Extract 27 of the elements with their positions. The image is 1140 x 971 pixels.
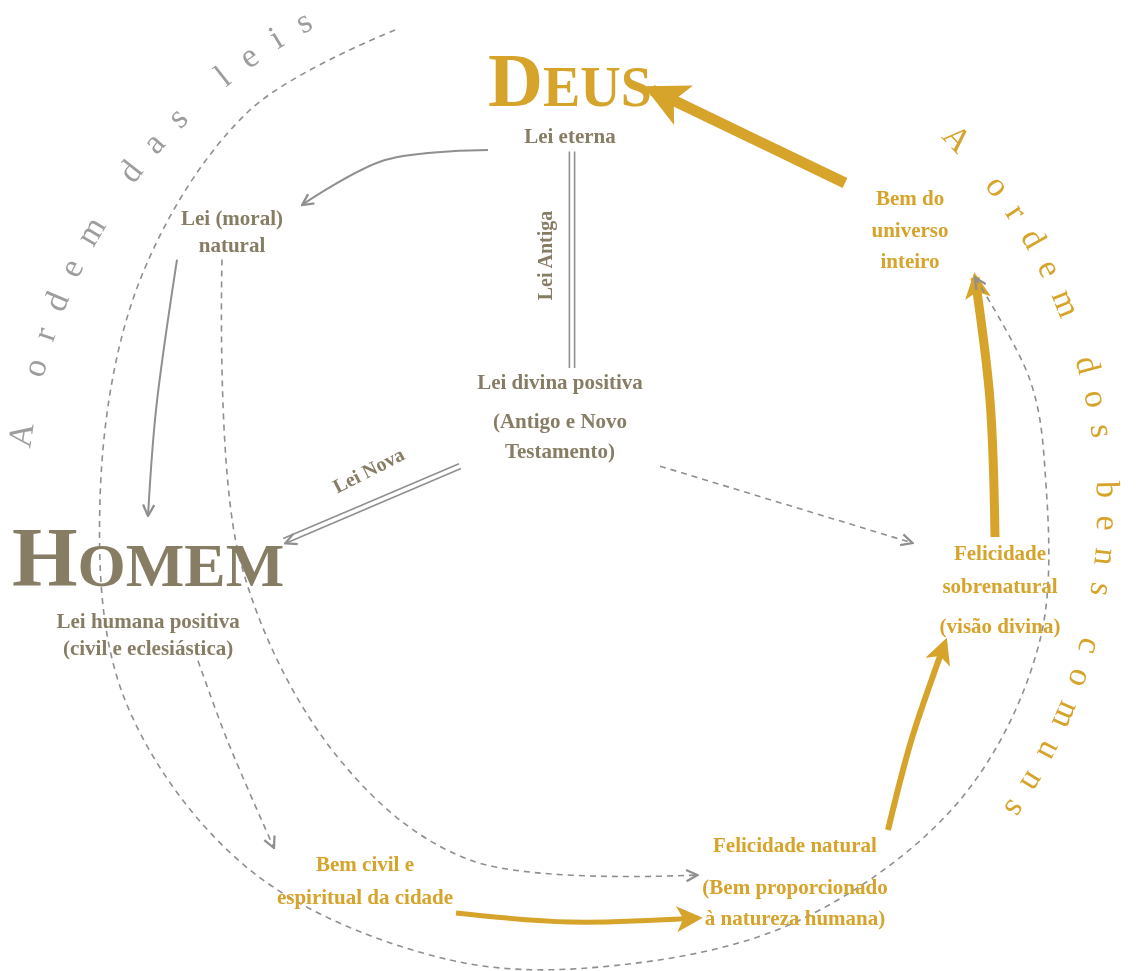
edge-label: Lei Antiga — [533, 210, 557, 300]
node-label: Felicidade natural — [713, 832, 877, 859]
node-subtitle: Lei humana positiva (civil e eclesiástica) — [55, 608, 241, 661]
node-label: Lei divina positiva — [477, 369, 643, 396]
dashed-arrow — [197, 660, 276, 850]
node-label: Lei (moral) natural — [179, 205, 284, 260]
node-label: (Bem proporcionado à natureza humana) — [701, 874, 889, 932]
node-label: (Antigo e Novo Testamento) — [491, 408, 629, 465]
node-heading: DEUS — [488, 42, 652, 119]
thick-arrow — [965, 272, 1000, 538]
arrow — [141, 258, 178, 518]
thick-arrow — [885, 637, 951, 831]
node-label: Bem do universo inteiro — [870, 185, 950, 275]
double-line — [568, 150, 576, 369]
dashed-arrow — [220, 258, 699, 883]
dashed-arrow — [98, 29, 1050, 971]
thick-arrow — [455, 906, 703, 933]
node-heading: HOMEM — [12, 516, 285, 601]
node-label: Bem civil e espiritual da cidade — [275, 851, 455, 911]
edge-label: Lei Nova — [328, 442, 408, 498]
dashed-arrow — [659, 465, 914, 547]
thick-arrow — [644, 85, 848, 188]
arrow — [300, 149, 489, 207]
node-subtitle: Lei eterna — [524, 123, 616, 151]
double-line-arrow — [282, 462, 462, 546]
node-label: (visão divina) — [939, 613, 1061, 639]
node-label: Felicidade sobrenatural — [941, 540, 1059, 600]
